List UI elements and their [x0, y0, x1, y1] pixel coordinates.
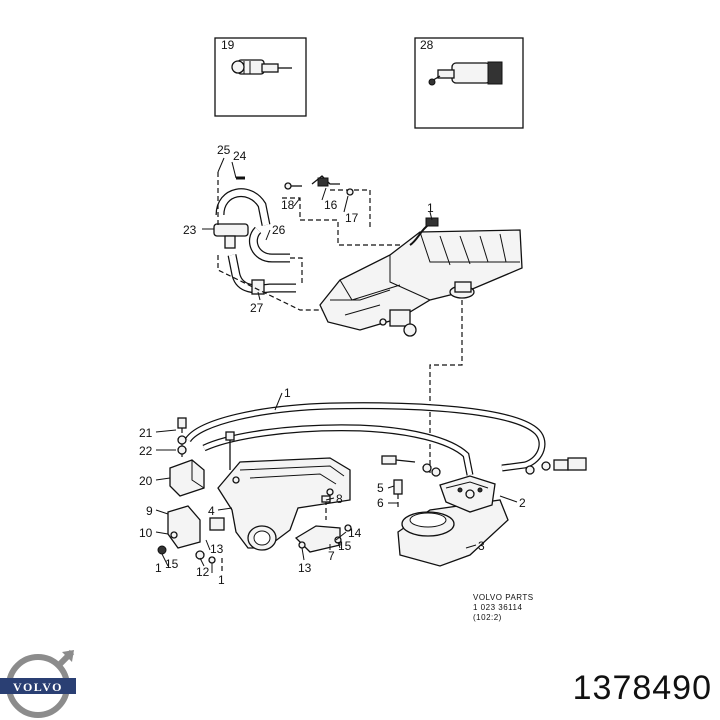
callout-7: 7 — [328, 549, 335, 563]
callout-13-right: 13 — [298, 561, 312, 575]
callout-1-hose: 1 — [284, 386, 291, 400]
callout-21: 21 — [139, 426, 153, 440]
callout-15-left: 15 — [165, 557, 179, 571]
volvo-logo: VOLVO — [0, 649, 76, 718]
detail-box-28 — [414, 37, 524, 129]
callout-24: 24 — [233, 149, 247, 163]
callout-9: 9 — [146, 504, 153, 518]
callout-8: 8 — [336, 492, 343, 506]
callout-17: 17 — [345, 211, 359, 225]
callout-13-left: 13 — [210, 542, 224, 556]
lower-assembly — [157, 402, 587, 572]
callout-28: 28 — [420, 38, 434, 52]
reference-line-1: VOLVO PARTS — [473, 593, 534, 602]
callout-5: 5 — [377, 481, 384, 495]
leader-lines — [155, 157, 518, 573]
reference-block: VOLVO PARTS 1 023 36114 (102:2) — [473, 593, 534, 622]
reference-line-3: (102:2) — [473, 613, 502, 622]
callout-16: 16 — [324, 198, 338, 212]
upper-assembly — [213, 172, 523, 337]
switch-28-illustration — [428, 61, 503, 86]
part-number: 1378490 — [572, 669, 712, 707]
callout-1-upper: 1 — [427, 201, 434, 215]
callout-6: 6 — [377, 496, 384, 510]
callout-20: 20 — [139, 474, 153, 488]
callout-23: 23 — [183, 223, 197, 237]
callout-2: 2 — [519, 496, 526, 510]
callout-labels: 19 28 25 24 23 18 16 17 1 26 27 1 21 22 … — [139, 38, 526, 587]
callout-3: 3 — [478, 539, 485, 553]
callout-15-right: 15 — [338, 539, 352, 553]
detail-box-19 — [214, 37, 307, 117]
callout-26: 26 — [272, 223, 286, 237]
callout-19: 19 — [221, 38, 235, 52]
callout-10: 10 — [139, 526, 153, 540]
callout-27: 27 — [250, 301, 264, 315]
callout-12: 12 — [196, 565, 210, 579]
callout-25: 25 — [217, 143, 231, 157]
sensor-19-illustration — [231, 59, 292, 75]
reference-line-2: 1 023 36114 — [473, 603, 522, 612]
callout-22: 22 — [139, 444, 153, 458]
callout-18: 18 — [281, 198, 295, 212]
callout-1-lower-left: 1 — [155, 561, 162, 575]
callout-4: 4 — [208, 504, 215, 518]
callout-1-lower: 1 — [218, 573, 225, 587]
callout-14: 14 — [348, 526, 362, 540]
logo-wordmark: VOLVO — [13, 680, 63, 694]
